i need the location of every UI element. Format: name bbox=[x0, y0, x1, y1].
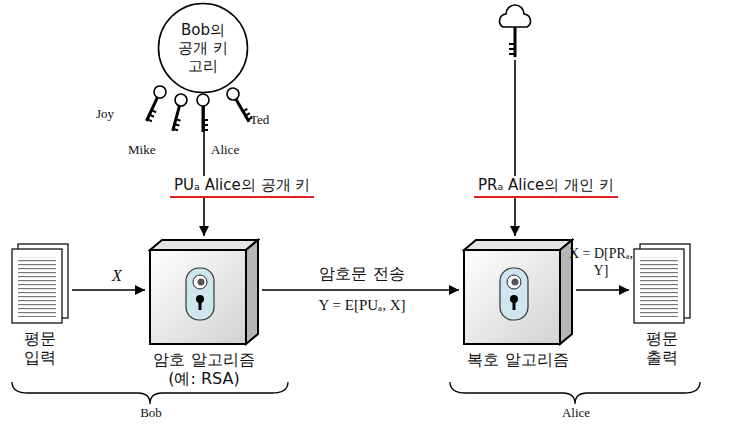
document-icon bbox=[632, 243, 692, 325]
key-owner-label: Ted bbox=[250, 112, 269, 128]
key-owner-label: Joy bbox=[96, 106, 114, 122]
lock-plate bbox=[186, 268, 214, 320]
key-icon bbox=[167, 93, 188, 133]
lock-dial bbox=[507, 275, 521, 289]
party-label: Bob bbox=[136, 405, 166, 421]
lock-plate bbox=[500, 268, 528, 320]
node-text: (예: RSA) bbox=[108, 369, 300, 388]
key-icon bbox=[141, 84, 168, 124]
arrow-connector bbox=[262, 289, 459, 291]
brace bbox=[12, 382, 288, 404]
algorithm-box: 복호 알고리즘 bbox=[462, 238, 574, 369]
lock-dial-center bbox=[198, 279, 205, 286]
key-owner-label: Alice bbox=[211, 142, 239, 158]
edge-label: 암호문 전송 bbox=[306, 264, 418, 283]
key-ring-node: Bob의 공개 키 고리 bbox=[157, 2, 249, 94]
cube-top bbox=[150, 240, 258, 250]
cube-side bbox=[246, 240, 258, 344]
party-label: Alice bbox=[556, 405, 596, 421]
document-icon bbox=[10, 243, 70, 325]
key-ring-circle bbox=[159, 4, 248, 93]
node-text: 평문 출력 bbox=[642, 329, 682, 367]
algorithm-box bbox=[462, 238, 574, 346]
keyhole bbox=[513, 299, 516, 310]
edge-label: X = D[PRₐ, Y] bbox=[568, 246, 634, 280]
formula-label: Y = E[PUₐ, X] bbox=[300, 296, 424, 314]
page-front bbox=[12, 249, 62, 323]
key-icon bbox=[197, 94, 209, 132]
node-text: 복호 알고리즘 bbox=[422, 346, 614, 369]
brace bbox=[450, 382, 700, 404]
page-front bbox=[634, 249, 684, 323]
node-text: Bob의 공개 키 고리 bbox=[172, 21, 234, 75]
edge-label: PUₐ Alice의 공개 키 bbox=[170, 176, 314, 198]
page-text-lines bbox=[640, 257, 678, 317]
key-label: PRₐ Alice의 개인 키 bbox=[474, 176, 618, 198]
arrow-connector bbox=[576, 289, 629, 291]
cube-front bbox=[150, 250, 246, 344]
document-node: 평문 출력 bbox=[632, 243, 692, 367]
lock-dial bbox=[193, 275, 207, 289]
arrow-connector bbox=[72, 289, 145, 291]
key-icon bbox=[225, 86, 254, 125]
cube-front bbox=[464, 250, 560, 344]
document-node: 평문 입력 bbox=[10, 243, 70, 367]
private-key-icon bbox=[500, 5, 531, 57]
edge-label: X bbox=[100, 266, 134, 285]
algorithm-box: 암호 알고리즘(예: RSA) bbox=[148, 238, 260, 388]
cube-top bbox=[464, 240, 572, 250]
node-text: 암호 알고리즘 bbox=[108, 346, 300, 369]
node-text: 평문 입력 bbox=[20, 329, 60, 367]
key-owner-label: Mike bbox=[128, 142, 155, 158]
keyhole bbox=[199, 299, 202, 310]
lock-dial-center bbox=[512, 279, 519, 286]
page-text-lines bbox=[18, 257, 56, 317]
private-key-line bbox=[514, 60, 516, 236]
algorithm-box bbox=[148, 238, 260, 346]
